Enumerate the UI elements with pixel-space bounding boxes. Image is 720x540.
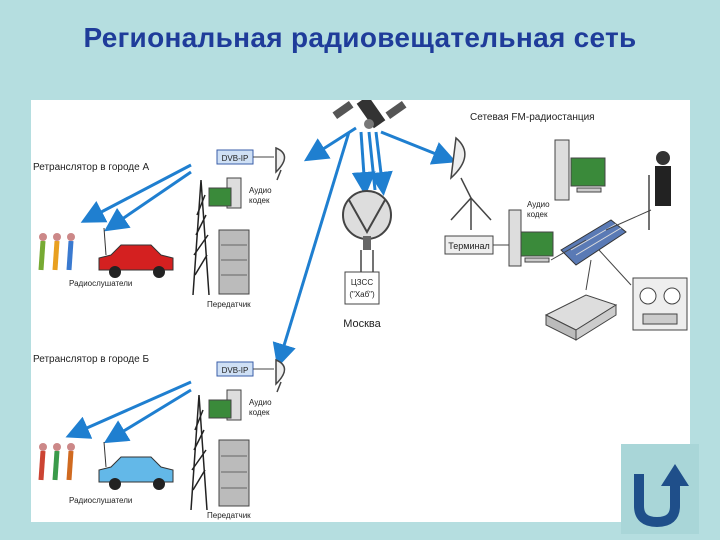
dvb-ip-a-label: DVB-IP xyxy=(222,154,249,163)
hub-dish-icon xyxy=(342,190,392,250)
transmitter-b-label: Передатчик xyxy=(207,511,251,520)
signal-links xyxy=(65,126,457,444)
audio-codec-a-line2: кодек xyxy=(249,196,270,205)
transmitter-b-icon xyxy=(218,439,250,507)
relay-a-label: Ретранслятор в городе А xyxy=(33,162,149,173)
station-dish-icon xyxy=(450,136,492,230)
audio-codec-a-line1: Аудио xyxy=(249,186,272,195)
tower-b-icon xyxy=(190,394,208,511)
station-codec-line2: кодек xyxy=(527,210,548,219)
listeners-b-icon xyxy=(38,443,75,481)
station-codec-line1: Аудио xyxy=(527,200,550,209)
listeners-b-label: Радиослушатели xyxy=(69,496,132,505)
dish-a-icon xyxy=(275,146,286,181)
back-button[interactable] xyxy=(621,444,699,534)
listeners-a-icon xyxy=(38,233,75,271)
u-turn-arrow-icon xyxy=(634,464,689,528)
page-title: Региональная радиовещательная сеть xyxy=(83,22,637,53)
hub-label-line1: ЦЗСС xyxy=(351,278,373,287)
hub-box xyxy=(344,271,380,305)
dish-b-icon xyxy=(275,358,286,393)
car-b-icon xyxy=(98,441,174,490)
audio-codec-b-icon xyxy=(208,389,242,421)
hub-label-line2: ("Хаб") xyxy=(349,290,375,299)
network-diagram: ЦЗСС ("Хаб") Москва Ретранслятор в город… xyxy=(31,100,690,522)
computer-icon xyxy=(554,139,606,201)
station-codec-icon xyxy=(508,209,554,267)
transmitter-a-label: Передатчик xyxy=(207,300,251,309)
moscow-label: Москва xyxy=(343,318,381,330)
dvb-ip-b-label: DVB-IP xyxy=(222,366,249,375)
tape-recorder-icon xyxy=(632,277,688,331)
audio-codec-b-line2: кодек xyxy=(249,408,270,417)
terminal-label: Терминал xyxy=(448,241,489,251)
satellite-icon xyxy=(332,100,407,129)
listeners-a-label: Радиослушатели xyxy=(69,279,132,288)
relay-b-label: Ретранслятор в городе Б xyxy=(33,354,149,365)
tower-a-icon xyxy=(192,179,210,296)
mixer-console-icon xyxy=(560,219,627,266)
audio-codec-a-icon xyxy=(208,177,242,209)
fm-station-label: Сетевая FM-радиостанция xyxy=(470,112,595,123)
car-a-icon xyxy=(98,227,174,278)
cd-player-icon xyxy=(544,294,618,341)
announcer-icon xyxy=(648,151,671,230)
audio-codec-b-line1: Аудио xyxy=(249,398,272,407)
network-diagram-svg: ЦЗСС ("Хаб") Москва Ретранслятор в город… xyxy=(33,100,688,520)
transmitter-a-icon xyxy=(218,229,250,295)
